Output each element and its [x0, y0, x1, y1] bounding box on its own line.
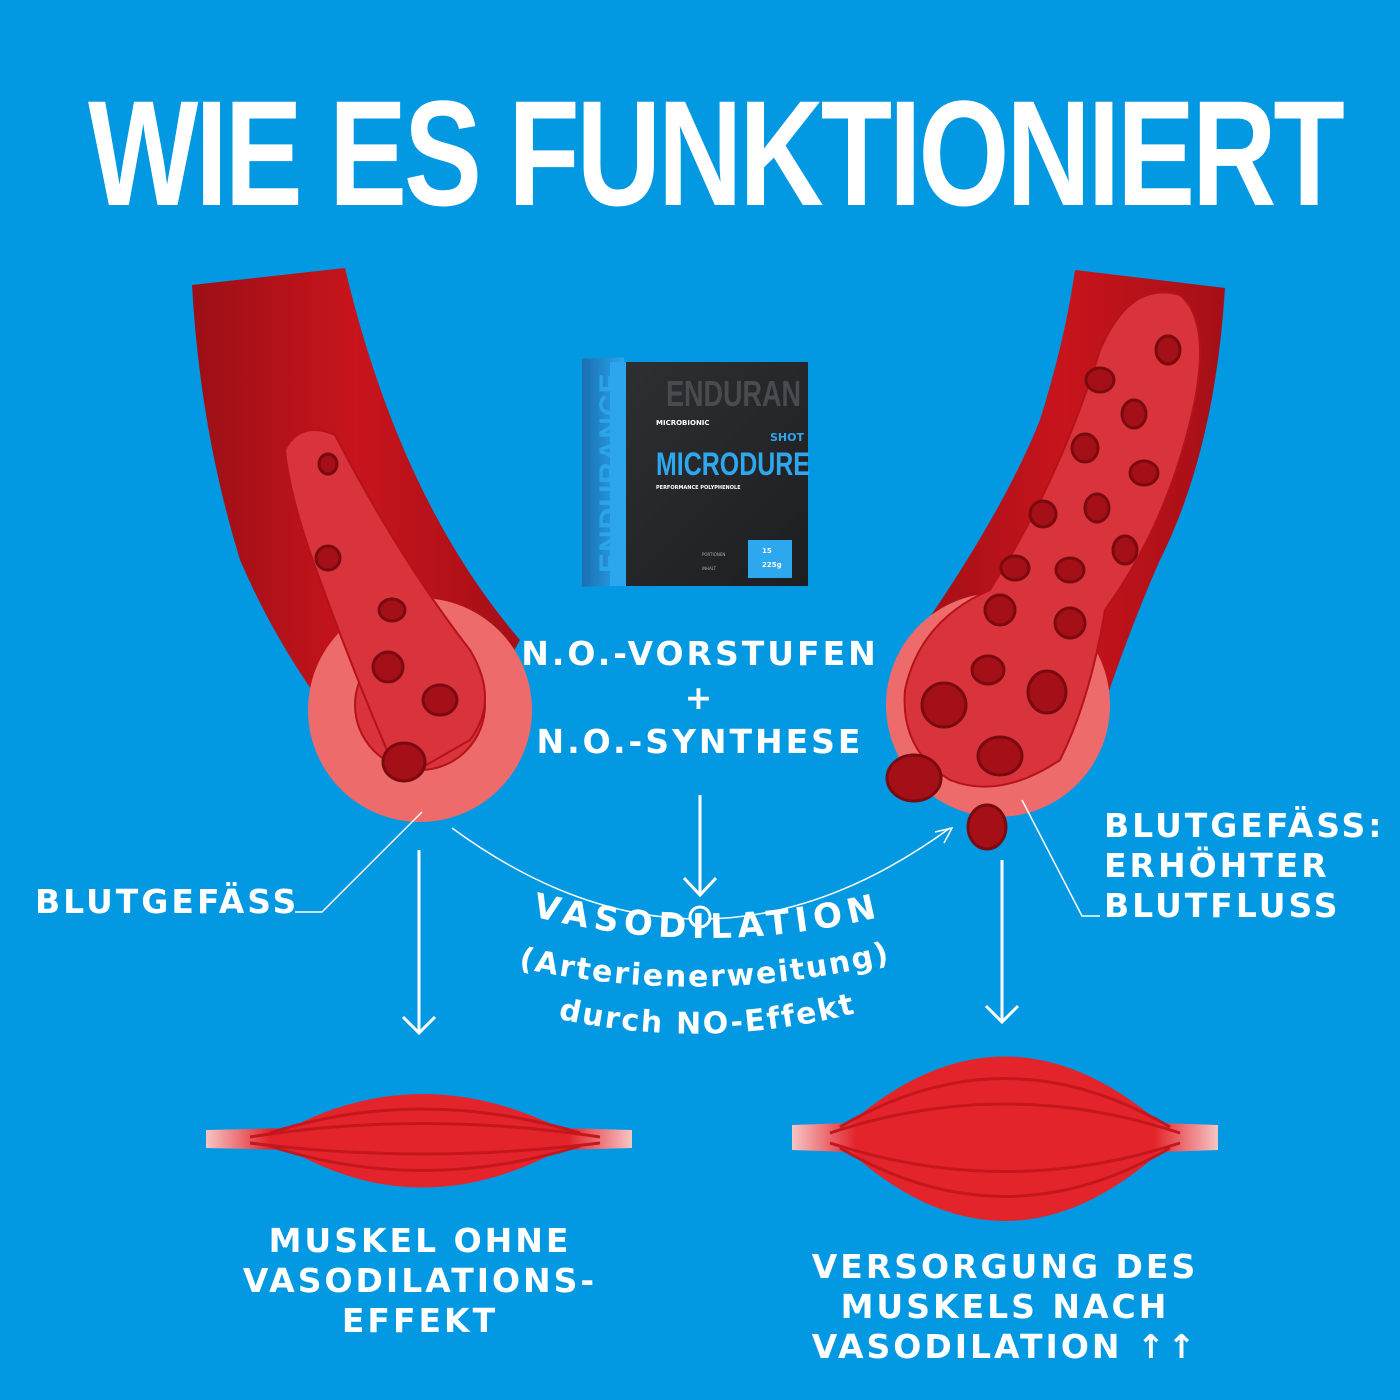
- left-muscle-line: MUSKEL OHNE: [268, 1221, 572, 1260]
- right-vessel-line: ERHÖHTER: [1104, 846, 1330, 885]
- right-vessel-label: BLUTGEFÄSS: ERHÖHTER BLUTFLUSS: [1104, 806, 1384, 926]
- content-value: 225g: [762, 561, 782, 569]
- product-side-text: ENDURANCE: [594, 372, 627, 573]
- portions-label: PORTIONEN: [702, 552, 726, 557]
- arrows: [401, 795, 1020, 1036]
- arrow-down-right-icon: [984, 860, 1020, 1025]
- right-muscle-label: VERSORGUNG DES MUSKELS NACH VASODILATION…: [780, 1247, 1230, 1367]
- right-vessel-line: BLUTFLUSS: [1104, 886, 1341, 925]
- content-label: INHALT: [702, 566, 717, 571]
- left-muscle-label: MUSKEL OHNE VASODILATIONS- EFFEKT: [220, 1221, 620, 1341]
- right-muscle-line: VASODILATION ↑↑: [811, 1327, 1199, 1366]
- plus-sign: +: [684, 678, 716, 717]
- right-muscle-line: MUSKELS NACH: [840, 1287, 1170, 1326]
- node-circle-icon: [688, 905, 712, 929]
- portions-value: 15: [762, 547, 772, 555]
- product-ghost-text: ENDURAN: [666, 373, 801, 414]
- arrow-down-center-icon: [682, 795, 718, 898]
- left-vessel-label: BLUTGEFÄSS: [35, 882, 300, 921]
- product-brand: MICROBIONIC: [656, 419, 710, 427]
- product-shot: SHOT: [770, 431, 804, 444]
- muscle-without-vasodilation: [206, 1094, 632, 1188]
- left-muscle-line: VASODILATIONS-: [242, 1261, 598, 1300]
- product-subtitle: PERFORMANCE POLYPHENOLE: [656, 485, 741, 491]
- no-precursors-label: N.O.-VORSTUFEN: [521, 634, 879, 673]
- product-name: MICRODURE: [656, 446, 810, 482]
- left-blood-vessel: [192, 268, 532, 822]
- arc-line-3: durch NO-Effekt: [556, 987, 859, 1042]
- right-blood-vessel: [885, 270, 1225, 851]
- arrow-down-left-icon: [401, 850, 437, 1036]
- product-box: ENDURANCE ENDURAN MICROBIONIC SHOT MICRO…: [582, 357, 810, 587]
- left-muscle-line: EFFEKT: [341, 1301, 499, 1340]
- right-vessel-line: BLUTGEFÄSS:: [1104, 806, 1385, 845]
- vasodilation-arc-text: VASODILATION (Arterienerweitung) durch N…: [517, 886, 892, 1042]
- page-title: WIE ES FUNKTIONIERT: [88, 69, 1345, 237]
- muscle-after-vasodilation: [792, 1056, 1218, 1221]
- no-synthesis-label: N.O.-SYNTHESE: [536, 722, 864, 761]
- arc-line-1: VASODILATION: [530, 886, 886, 947]
- right-muscle-line: VERSORGUNG DES: [811, 1247, 1199, 1286]
